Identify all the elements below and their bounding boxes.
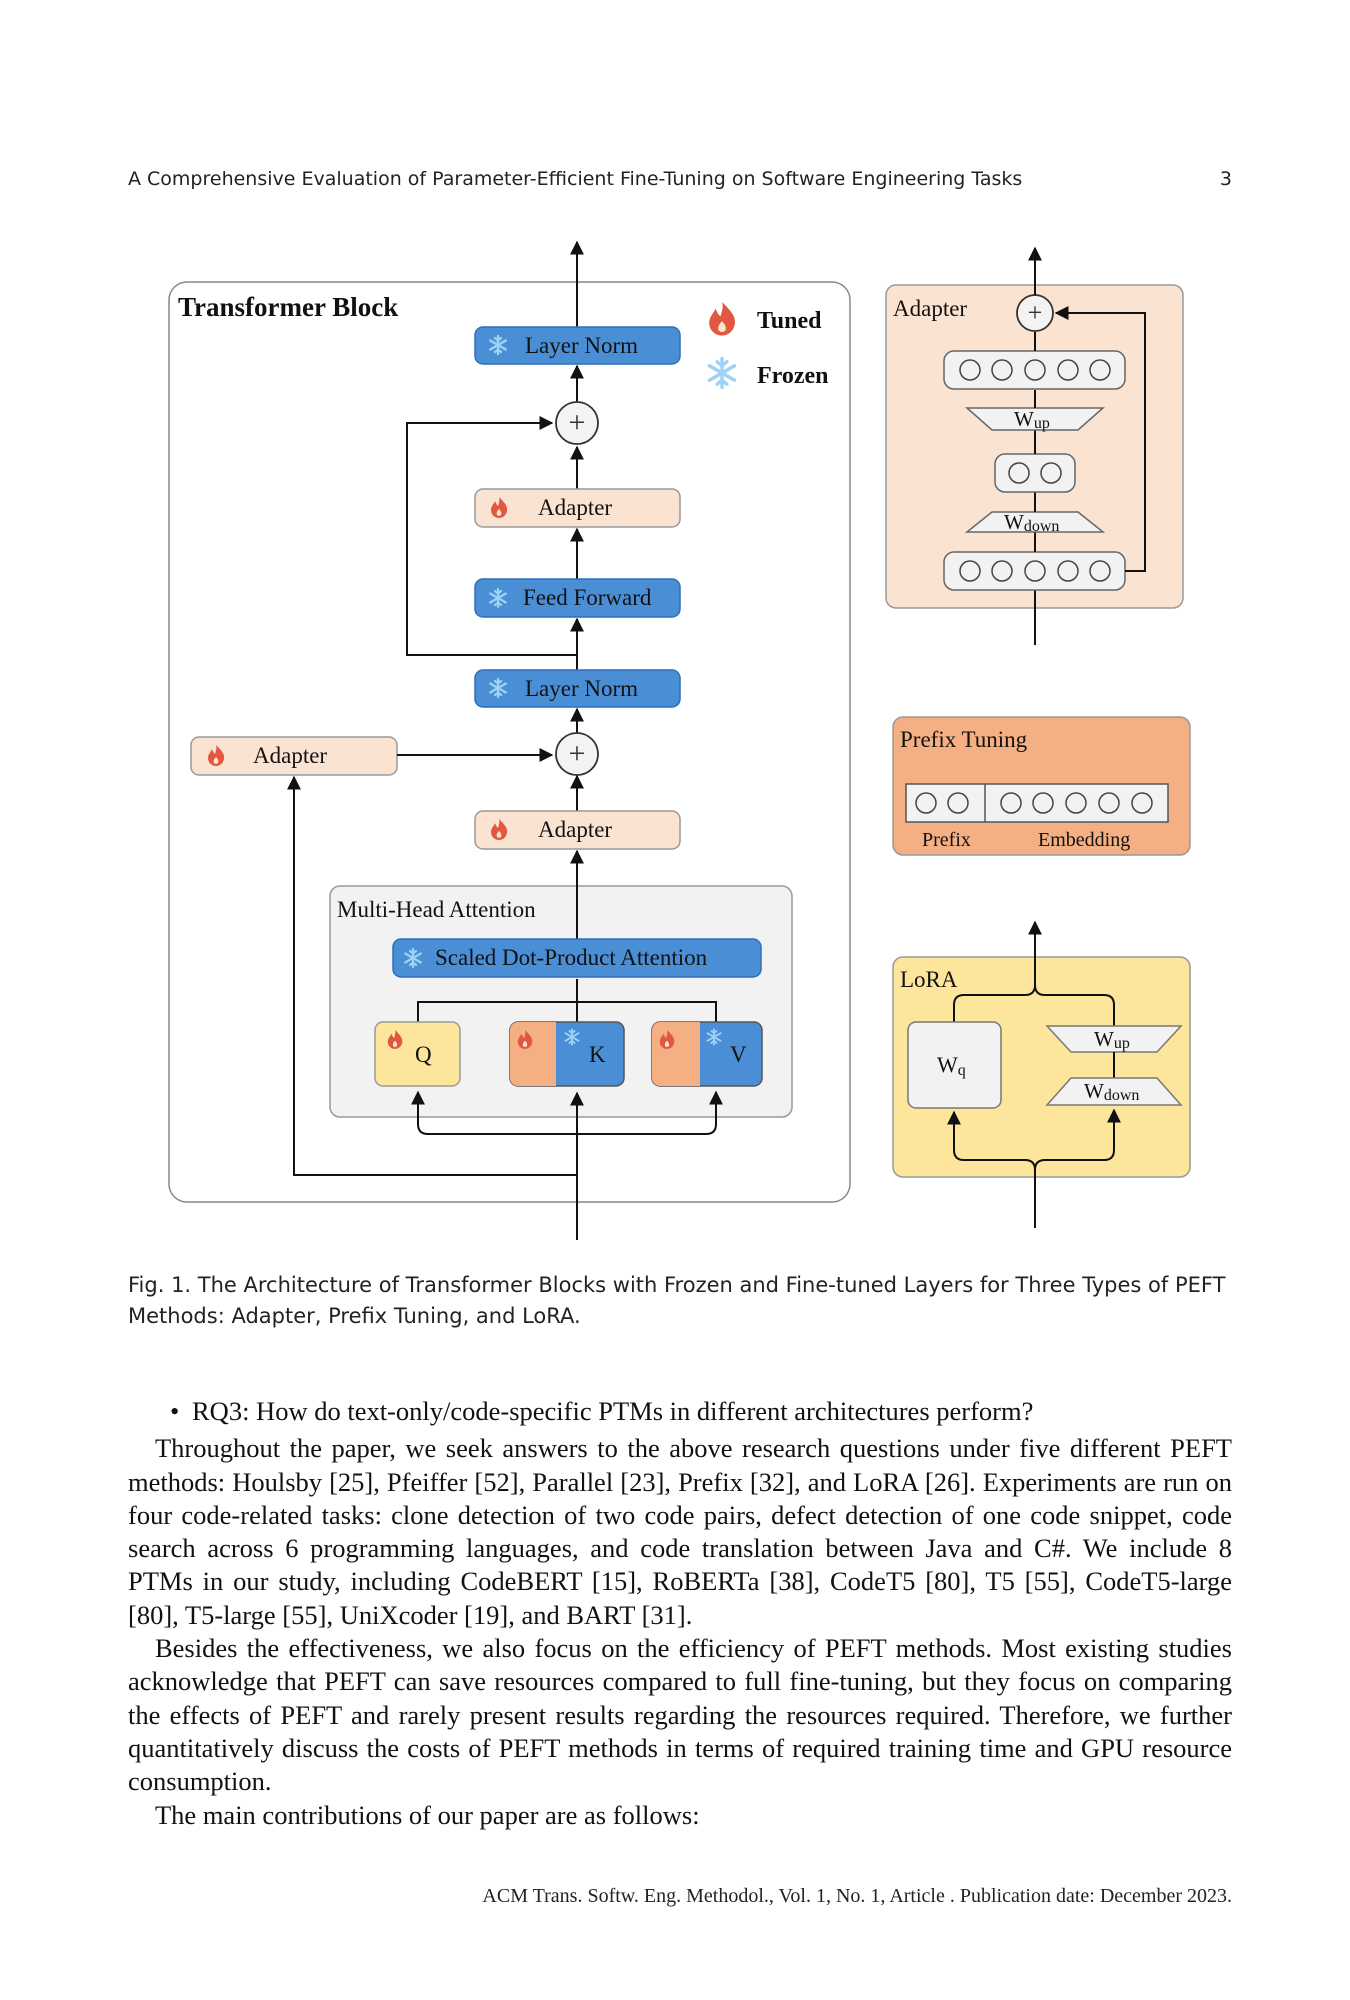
adapter-w-up: Wup <box>1014 407 1050 432</box>
lora-w-up: Wup <box>1094 1027 1130 1052</box>
rq3-text: RQ3: How do text-only/code-specific PTMs… <box>192 1396 1034 1426</box>
prefix-tuning-title: Prefix Tuning <box>900 727 1028 752</box>
adapter-w-down: Wdown <box>1004 510 1059 535</box>
value-label: V <box>730 1042 747 1067</box>
adapter-upper-label: Adapter <box>538 495 612 520</box>
svg-text:+: + <box>1028 298 1043 327</box>
adapter-side-label: Adapter <box>253 743 327 768</box>
transformer-block-title: Transformer Block <box>178 292 398 322</box>
svg-text:Wq: Wq <box>937 1052 966 1079</box>
adapter-panel-title: Adapter <box>893 296 967 321</box>
page-number: 3 <box>1219 168 1232 190</box>
feed-forward <box>474 578 681 618</box>
prefix-label: Prefix <box>922 829 971 851</box>
legend-frozen: Frozen <box>757 363 829 389</box>
figure-caption: Fig. 1. The Architecture of Transformer … <box>128 1273 1226 1328</box>
svg-text:+: + <box>569 406 586 439</box>
feed-forward-label: Feed Forward <box>523 585 652 610</box>
list-item: •RQ3: How do text-only/code-specific PTM… <box>128 1395 1232 1428</box>
body-text: •RQ3: How do text-only/code-specific PTM… <box>128 1395 1232 1832</box>
mha-title: Multi-Head Attention <box>337 897 536 922</box>
running-footer: ACM Trans. Softw. Eng. Methodol., Vol. 1… <box>482 1885 1232 1907</box>
svg-text:+: + <box>569 737 586 770</box>
adapter-lower <box>474 810 681 850</box>
add-node-top <box>555 401 599 445</box>
paragraph-1: Throughout the paper, we seek answers to… <box>128 1433 1232 1630</box>
adapter-upper <box>474 488 681 528</box>
lora-wq <box>907 1021 1002 1109</box>
layer-norm-mid-label: Layer Norm <box>525 676 638 701</box>
embedding-label: Embedding <box>1038 829 1130 851</box>
scaled-dot-product-attention <box>392 938 762 978</box>
paragraph-2: Besides the effectiveness, we also focus… <box>128 1633 1232 1797</box>
legend-tuned: Tuned <box>757 308 822 334</box>
paragraph-3: The main contributions of our paper are … <box>155 1799 700 1830</box>
adapter-lower-label: Adapter <box>538 817 612 842</box>
figure-1: Transformer Block Tuned Frozen Layer Nor… <box>168 240 1191 1240</box>
layer-norm-top-label: Layer Norm <box>525 333 638 358</box>
layer-norm-mid <box>474 669 681 708</box>
lora-title: LoRA <box>900 967 958 992</box>
running-header-title: A Comprehensive Evaluation of Parameter-… <box>128 168 1023 190</box>
lora-w-down: Wdown <box>1084 1079 1139 1104</box>
layer-norm-top <box>474 326 681 365</box>
query-label: Q <box>415 1042 432 1067</box>
sdpa-label: Scaled Dot-Product Attention <box>435 945 708 970</box>
key-label: K <box>589 1042 606 1067</box>
